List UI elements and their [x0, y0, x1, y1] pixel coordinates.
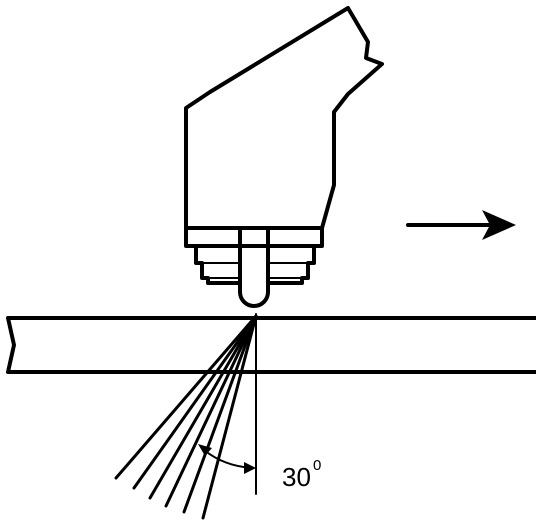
workpiece-plate — [6, 316, 536, 374]
contact-tip — [238, 226, 270, 308]
spray-ray — [114, 314, 258, 480]
spray-ray — [132, 314, 258, 490]
angle-arrowhead-right — [244, 462, 256, 474]
spray-ray — [148, 314, 258, 500]
torch-body — [184, 6, 384, 230]
spray-ray — [182, 314, 258, 514]
spray-ray — [201, 314, 258, 520]
angle-degree-mark: 0 — [313, 457, 321, 474]
angle-arrowhead-left — [198, 444, 212, 456]
spray-fan — [114, 314, 258, 520]
angle-indicator — [198, 444, 256, 474]
spray-ray — [164, 314, 258, 508]
nozzle-base — [184, 226, 324, 248]
angle-label: 30 — [282, 462, 311, 492]
arrow-icon — [482, 210, 516, 240]
travel-direction-arrow — [406, 210, 516, 240]
